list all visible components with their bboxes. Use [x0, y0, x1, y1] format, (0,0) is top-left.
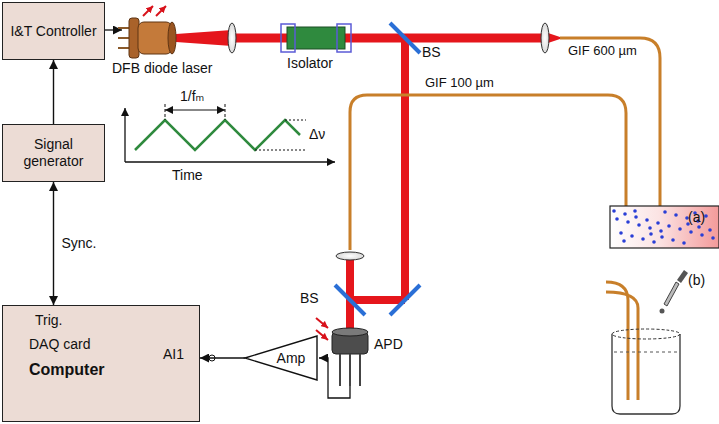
node-text: Amp: [277, 350, 306, 367]
beam-splitter: [390, 23, 420, 53]
fiber-label: GIF 100 µm: [425, 76, 494, 91]
fiber-label: GIF 600 µm: [568, 44, 637, 59]
isolator-symbol: [281, 24, 351, 52]
part-label: DFB diode laser: [112, 60, 212, 76]
part-label: APD: [374, 336, 403, 352]
node-text: AI1: [163, 346, 184, 363]
mirror: [390, 285, 420, 315]
generator-box: Signal generator: [2, 124, 105, 182]
signal-wire: [319, 358, 350, 398]
node-text: Computer: [29, 360, 105, 379]
part-label: BS: [300, 290, 319, 306]
amplitude-label: Δν: [309, 126, 325, 142]
callout-label: (a): [688, 209, 705, 225]
apd-detector: [316, 318, 368, 386]
lens: [228, 23, 236, 53]
node-text: I&T Controller: [10, 23, 96, 40]
node-text: Signal generator: [9, 136, 98, 170]
axis-label: Time: [172, 167, 203, 183]
beam-splitter: [335, 285, 365, 315]
part-label: Isolator: [287, 55, 333, 71]
dfb-laser-symbol: [118, 6, 176, 58]
node-text: DAQ card: [29, 336, 90, 353]
lens: [336, 252, 364, 260]
drive-wire: [105, 29, 122, 30]
lens: [541, 23, 549, 53]
connector-arrow: [200, 357, 245, 358]
laser-beams: [176, 30, 560, 330]
modulation-inset: [125, 104, 335, 162]
amplifier-triangle: Amp: [245, 336, 317, 380]
computer-box: Trig. DAQ cardComputer AI1: [2, 305, 200, 422]
connector-arrow: [53, 60, 54, 124]
controller-box: I&T Controller: [2, 2, 105, 60]
connector-arrow: [53, 182, 54, 305]
edge-label: Sync.: [60, 235, 99, 251]
beaker-sample: [606, 270, 688, 414]
period-label: 1/fₘ: [180, 88, 204, 104]
node-text: Trig.: [35, 312, 62, 329]
part-label: BS: [422, 44, 441, 60]
fiber-600: [560, 38, 660, 206]
fiber-100: [350, 95, 626, 250]
sample-cell: [610, 206, 719, 248]
callout-label: (b): [688, 272, 705, 288]
